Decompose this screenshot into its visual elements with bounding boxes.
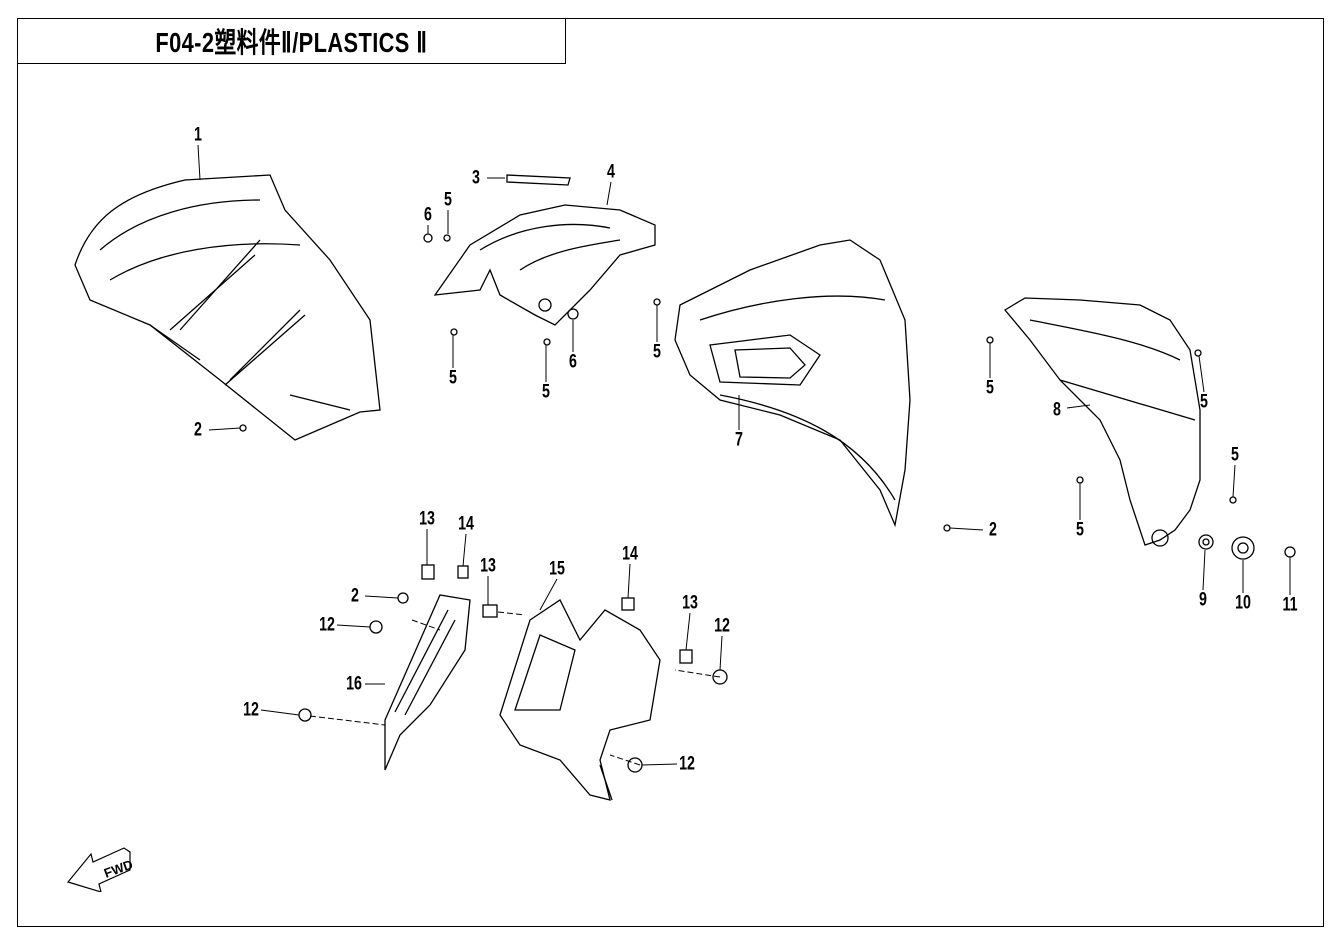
callout-12: 12 xyxy=(714,615,730,637)
callout-5: 5 xyxy=(1231,444,1239,466)
callout-4: 4 xyxy=(607,161,615,183)
callout-14: 14 xyxy=(458,513,474,535)
callout-15: 15 xyxy=(549,558,565,580)
callout-6: 6 xyxy=(424,204,432,226)
callout-5: 5 xyxy=(1200,391,1208,413)
callout-5: 5 xyxy=(986,377,994,399)
callout-12: 12 xyxy=(319,614,335,636)
callout-12: 12 xyxy=(243,699,259,721)
callout-14: 14 xyxy=(622,543,638,565)
title-box: F04-2塑料件Ⅱ/PLASTICS Ⅱ xyxy=(17,18,566,64)
callout-5: 5 xyxy=(444,189,452,211)
part-1-front-cover xyxy=(74,174,381,441)
callout-2: 2 xyxy=(351,585,359,607)
callout-5: 5 xyxy=(542,381,550,403)
callout-16: 16 xyxy=(346,673,362,695)
part-16-bracket xyxy=(384,594,471,771)
part-3-trim-strip xyxy=(506,174,571,186)
page-title: F04-2塑料件Ⅱ/PLASTICS Ⅱ xyxy=(155,27,428,58)
part-8-rear-cover xyxy=(1004,297,1201,547)
part-4-center-cover xyxy=(433,204,656,326)
callout-8: 8 xyxy=(1053,399,1061,421)
callout-5: 5 xyxy=(653,341,661,363)
fwd-arrow-icon: FWD xyxy=(66,842,136,897)
callout-1: 1 xyxy=(194,124,202,146)
callout-6: 6 xyxy=(569,351,577,373)
callout-12: 12 xyxy=(679,753,695,775)
callout-13: 13 xyxy=(480,555,496,577)
callout-5: 5 xyxy=(449,367,457,389)
leader-lines xyxy=(197,144,1291,766)
callout-3: 3 xyxy=(472,167,480,189)
callout-2: 2 xyxy=(194,419,202,441)
callout-11: 11 xyxy=(1282,594,1298,616)
callout-7: 7 xyxy=(735,429,743,451)
callout-9: 9 xyxy=(1199,589,1207,611)
callout-13: 13 xyxy=(419,508,435,530)
callout-10: 10 xyxy=(1235,592,1251,614)
callout-5: 5 xyxy=(1076,519,1084,541)
part-7-side-cover xyxy=(674,239,911,528)
callout-13: 13 xyxy=(682,592,698,614)
drawing-frame xyxy=(17,18,1324,927)
part-15-inner-panel xyxy=(499,599,661,801)
callout-2: 2 xyxy=(989,519,997,541)
